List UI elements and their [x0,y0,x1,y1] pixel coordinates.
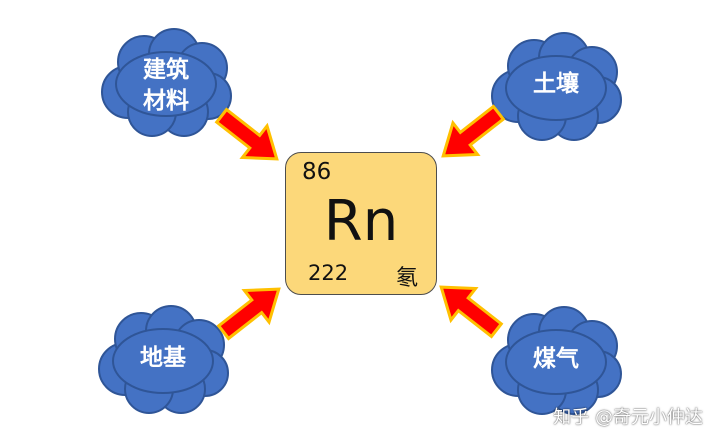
cloud-label-soil: 土壤 [526,69,586,100]
label-line: 土壤 [533,71,579,97]
arrow-from-soil [441,104,506,158]
label-line: 材料 [143,88,189,114]
atomic-mass: 222 [308,261,349,285]
element-symbol: Rn [323,189,399,254]
label-line: 煤气 [533,346,579,372]
label-line: 建筑 [143,57,189,83]
radon-element-tile: 86 Rn 222 氡 [285,152,437,295]
arrow-from-building-materials [214,107,279,161]
arrow-from-gas [439,285,504,339]
cloud-label-building-materials: 建筑 材料 [136,55,196,117]
arrow-from-foundation [216,287,281,341]
atomic-number: 86 [302,159,332,185]
watermark: 知乎 @奇元小仲达 [553,407,703,428]
cloud-label-gas: 煤气 [526,344,586,375]
cloud-label-foundation: 地基 [133,343,193,374]
label-line: 地基 [140,345,186,371]
element-chinese-name: 氡 [396,266,419,291]
